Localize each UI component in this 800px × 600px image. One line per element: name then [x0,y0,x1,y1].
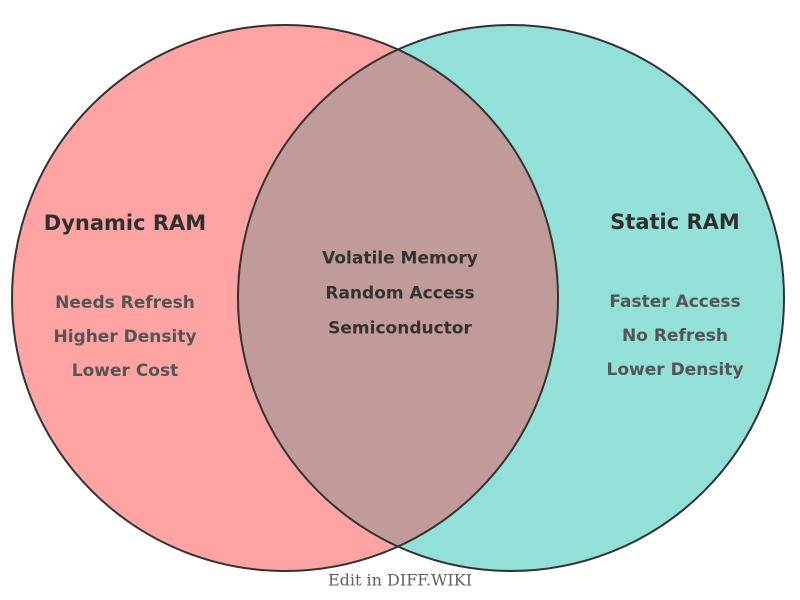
left-circle-items: Needs Refresh Higher Density Lower Cost [53,286,196,388]
right-item: No Refresh [622,326,728,346]
right-item: Lower Density [606,360,744,380]
right-circle-items: Faster Access No Refresh Lower Density [607,285,744,387]
left-circle-outline [11,24,559,572]
left-item: Higher Density [53,327,197,347]
right-item: Faster Access [609,292,741,312]
left-circle-title: Dynamic RAM [43,211,207,235]
overlap-item: Random Access [325,283,475,304]
overlap-item: Semiconductor [328,318,472,339]
left-item: Lower Cost [71,361,179,381]
left-item: Needs Refresh [55,293,195,313]
overlap-items: Volatile Memory Random Access Semiconduc… [322,242,478,347]
overlap-item: Volatile Memory [322,248,478,269]
overlap-region [238,25,558,571]
right-circle-outline [237,24,785,572]
edit-footer-link[interactable]: Edit in DIFF.WIKI [327,570,473,590]
right-circle-title: Static RAM [610,210,740,234]
